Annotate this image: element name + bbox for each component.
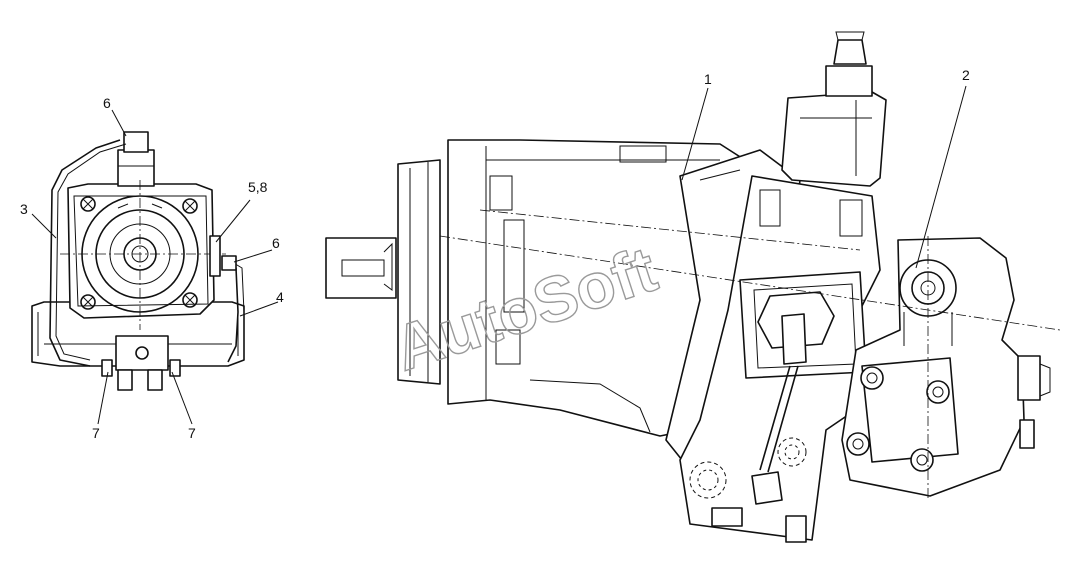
flange-bolt-icons [846, 366, 950, 472]
label-item-7-right: 7 [188, 425, 196, 441]
leader-lines [31, 85, 967, 425]
label-item-2: 2 [962, 67, 970, 83]
label-item-6-right: 6 [272, 235, 280, 251]
front-view-pump [31, 131, 245, 391]
corner-bolt-icons [80, 196, 198, 310]
label-item-4: 4 [276, 289, 284, 305]
label-item-3: 3 [20, 201, 28, 217]
label-item-5-8: 5,8 [248, 179, 268, 195]
label-item-1: 1 [704, 71, 712, 87]
label-item-6-top: 6 [103, 95, 111, 111]
side-view-pump [325, 31, 1061, 543]
label-item-7-left: 7 [92, 425, 100, 441]
